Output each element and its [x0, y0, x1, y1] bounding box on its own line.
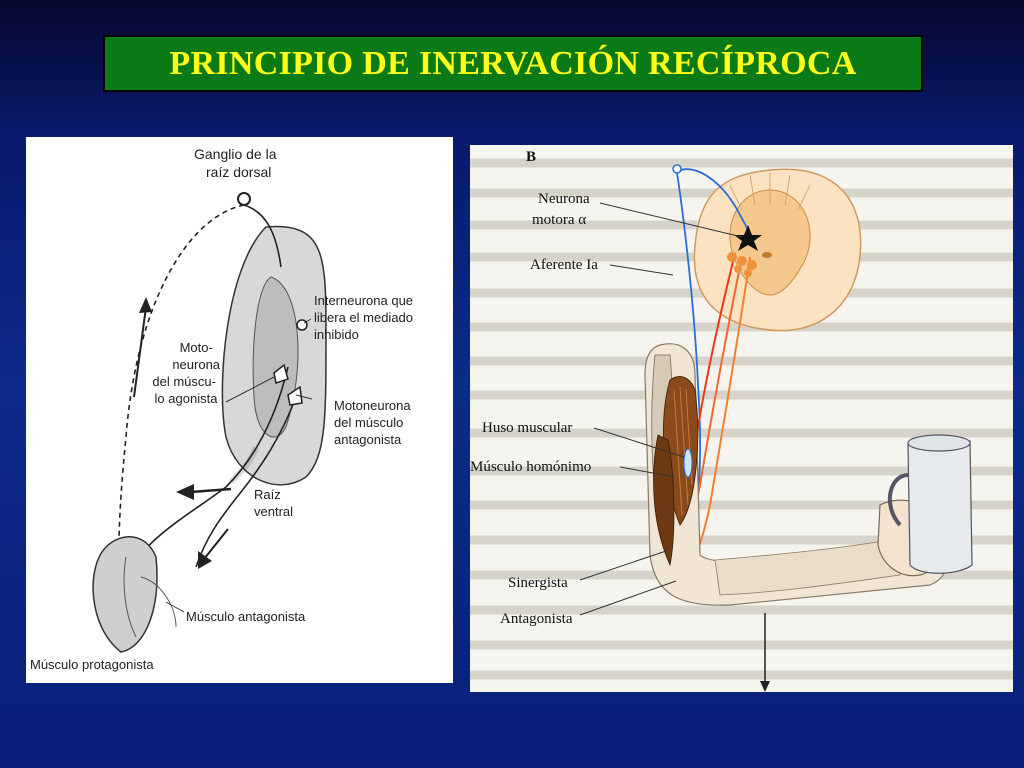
right-diagram-panel: B Neurona motora α Aferente Ia Huso musc… [470, 145, 1013, 692]
label-musculo-protagonista: Músculo protagonista [30, 657, 154, 672]
dorsal-root-ganglion [237, 192, 251, 206]
label-raiz-ventral: Raíz ventral [254, 487, 293, 519]
title-banner: PRINCIPIO DE INERVACIÓN RECÍPROCA [103, 35, 923, 92]
arrow-up [133, 306, 147, 398]
panel-letter-b: B [526, 149, 536, 165]
arrow-up-head [139, 297, 152, 313]
label-musculo-antagonista: Músculo antagonista [186, 609, 306, 624]
inhibitory-interneuron [296, 319, 308, 331]
label-huso-muscular: Huso muscular [482, 420, 572, 436]
label-motoneurona-agonista: Moto- neurona del múscu- lo agonista [152, 340, 223, 406]
muscle-fibers [123, 556, 137, 638]
gray-matter [252, 276, 299, 438]
left-diagram-panel: Ganglio de la raíz dorsal Interneurona q… [26, 137, 453, 683]
leader-musculo-homonimo [619, 466, 676, 478]
dorsal-root [243, 204, 282, 268]
motor-neuron-cluster [727, 252, 757, 277]
leader-neurona [599, 202, 743, 238]
synergist-muscle [653, 434, 675, 567]
label-antagonista: Antagonista [500, 611, 573, 627]
arrow-down [203, 528, 229, 560]
ventral-root [228, 445, 259, 485]
label-aferente-ia: Aferente Ia [530, 257, 598, 273]
stretch-reflex-diagram: B Neurona motora α Aferente Ia Huso musc… [470, 149, 1013, 692]
leader-sinergista [579, 550, 667, 581]
label-ganglio: Ganglio de la raíz dorsal [194, 146, 280, 180]
label-musculo-homonimo: Músculo homónimo [470, 459, 591, 475]
leader-antagonist-muscle [165, 601, 185, 613]
background-text-texture [470, 158, 1013, 680]
leader-huso [593, 427, 685, 458]
label-neurona-motora: Neurona motora α [532, 191, 593, 228]
reciprocal-inhibition-diagram: Ganglio de la raíz dorsal Interneurona q… [30, 146, 417, 672]
leader-agonist [225, 376, 275, 403]
arrow-down-head [198, 551, 212, 569]
antagonist-motoneuron [287, 385, 303, 406]
forearm [714, 539, 901, 596]
leader-antagonista [579, 580, 677, 616]
afferent-fiber [118, 204, 245, 608]
label-interneurona: Interneurona que libera el mediado inhib… [314, 293, 417, 342]
antagonist-muscle [140, 576, 177, 628]
central-canal [762, 252, 772, 258]
leader-interneuron [303, 318, 312, 324]
slide-title: PRINCIPIO DE INERVACIÓN RECÍPROCA [169, 44, 857, 82]
afferent-ia-fiber [676, 172, 702, 526]
label-sinergista: Sinergista [508, 575, 568, 591]
agonist-motoneuron [273, 363, 289, 384]
label-motoneurona-antagonista: Motoneurona del músculo antagonista [334, 398, 414, 447]
mug [907, 440, 973, 574]
muscle-spindle [683, 448, 693, 478]
dorsal-root-ganglion [672, 164, 682, 174]
weight-arrow-head [760, 681, 770, 692]
arrow-left [190, 487, 232, 494]
efferent-fiber-antagonist [195, 396, 297, 568]
spinal-white-matter-lines [729, 173, 811, 211]
leader-aferente [609, 264, 674, 276]
mug-handle [888, 473, 909, 527]
mug-rim [907, 434, 971, 452]
leader-antagonist [295, 394, 313, 400]
alpha-motor-neuron [734, 225, 762, 251]
arrow-left-head [176, 484, 194, 500]
